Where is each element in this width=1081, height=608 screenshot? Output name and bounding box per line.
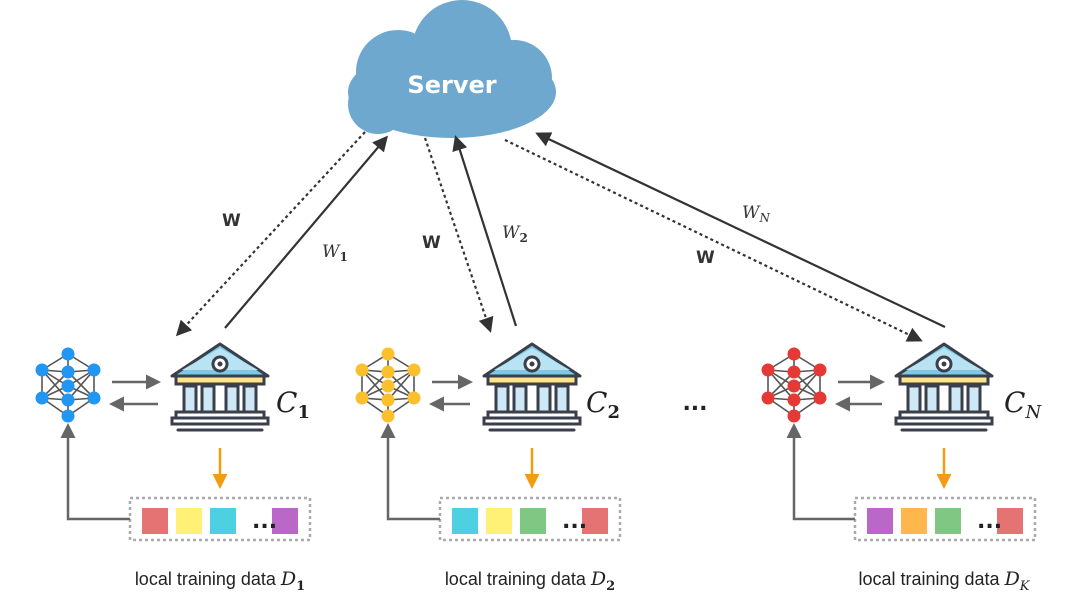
data-sample [272, 508, 298, 534]
local-weight-arrow-c2 [452, 135, 518, 327]
global-weight-label-c1: W [222, 211, 241, 231]
data-sample [997, 508, 1023, 534]
data-sample [452, 508, 478, 534]
global-weight-arrow-cn [504, 139, 923, 342]
net-node [87, 363, 101, 377]
net-node [761, 363, 775, 377]
data-sample [486, 508, 512, 534]
data-to-net-arrow [786, 423, 855, 521]
net-node [787, 379, 801, 393]
local-weight-label-c2: W2 [502, 223, 528, 245]
net-node [35, 391, 49, 405]
neural-net-icon [355, 347, 421, 423]
data-ellipsis: ... [252, 509, 277, 534]
client-column-2: C2... local training data D2 [355, 342, 622, 594]
net-node [61, 409, 75, 423]
data-caption-2: local training data D2 [445, 568, 615, 594]
net-node [787, 393, 801, 407]
neural-net-icon [35, 347, 101, 423]
data-ellipsis: ... [977, 509, 1002, 534]
client-label-1: C1 [276, 386, 310, 423]
net-node [813, 391, 827, 405]
net-node [61, 393, 75, 407]
client-label-2: C2 [586, 386, 620, 423]
net-node [355, 363, 369, 377]
client-label-3: CN [1004, 386, 1042, 423]
net-node [381, 409, 395, 423]
clients-ellipsis: ... [682, 391, 707, 416]
net-node [87, 391, 101, 405]
net-node [787, 347, 801, 361]
data-ellipsis: ... [562, 509, 587, 534]
net-node [407, 363, 421, 377]
local-weight-arrow-cn [535, 132, 946, 328]
net-node [61, 347, 75, 361]
data-sample [867, 508, 893, 534]
client-column-1: C1... local training data D1 [35, 342, 312, 594]
net-node [787, 409, 801, 423]
data-sample [935, 508, 961, 534]
data-to-net-arrow [60, 423, 130, 521]
server-cloud: Server [348, 0, 556, 138]
neural-net-icon [761, 347, 827, 423]
net-node [355, 391, 369, 405]
data-sample [520, 508, 546, 534]
net-node [407, 391, 421, 405]
client-column-3: CN... local training data DK [761, 342, 1042, 594]
data-caption-3: local training data DK [858, 568, 1030, 594]
net-node [381, 393, 395, 407]
net-node [381, 379, 395, 393]
global-weight-arrow-c1 [175, 131, 366, 337]
data-sample [142, 508, 168, 534]
local-weight-label-c1: W1 [322, 242, 348, 264]
net-node [35, 363, 49, 377]
net-node [787, 365, 801, 379]
global-weight-arrow-c2 [423, 137, 494, 333]
local-weight-arrow-c1 [224, 135, 388, 329]
institution-icon [482, 342, 582, 432]
net-node [813, 363, 827, 377]
server-label: Server [407, 71, 496, 99]
local-data-box: ... [128, 496, 312, 542]
net-node [61, 365, 75, 379]
net-node [381, 347, 395, 361]
local-data-box: ... [853, 496, 1037, 542]
data-sample [582, 508, 608, 534]
institution-icon [170, 342, 270, 432]
data-sample [210, 508, 236, 534]
data-caption-1: local training data D1 [135, 568, 305, 594]
net-node [381, 365, 395, 379]
net-node [761, 391, 775, 405]
global-weight-label-c2: W [422, 233, 441, 253]
net-node [61, 379, 75, 393]
local-data-box: ... [438, 496, 622, 542]
institution-icon [894, 342, 994, 432]
data-sample [176, 508, 202, 534]
global-weight-label-cn: W [696, 248, 715, 268]
data-sample [901, 508, 927, 534]
local-weight-label-cn: WN [742, 203, 770, 225]
data-to-net-arrow [380, 423, 440, 521]
